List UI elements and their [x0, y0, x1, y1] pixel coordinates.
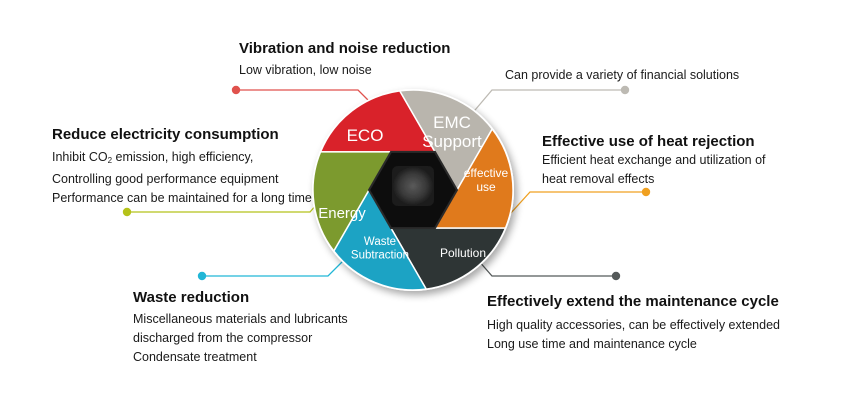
callout-line: heat removal effects: [542, 172, 655, 186]
connector-dot-heat: [641, 187, 651, 197]
wheel-label-energy: Energy: [318, 205, 366, 222]
connector-dot-maintenance: [611, 271, 621, 281]
callout-line: Controlling good performance equipment: [52, 172, 279, 186]
callout-title: Effective use of heat rejection: [542, 133, 755, 150]
callout-line: Low vibration, low noise: [239, 63, 372, 77]
callout-waste: Waste reduction Miscellaneous materials …: [133, 289, 348, 367]
callout-line: Long use time and maintenance cycle: [487, 337, 697, 351]
connector-dot-electricity: [122, 207, 132, 217]
connector-dot-waste: [197, 271, 207, 281]
connector-heat: [509, 191, 646, 215]
callout-line: Efficient heat exchange and utilization …: [542, 153, 766, 167]
connector-dot-financial: [620, 85, 630, 95]
wheel-segment-energy: [312, 151, 393, 253]
callout-heat: Effective use of heat rejection Efficien…: [542, 133, 766, 189]
callout-line: Performance can be maintained for a long…: [52, 191, 312, 205]
connector-maintenance: [477, 259, 616, 277]
callout-electricity: Reduce electricity consumption Inhibit C…: [52, 126, 312, 208]
callout-line: Condensate treatment: [133, 350, 257, 364]
connector-dot-vibration: [231, 85, 241, 95]
callout-line: discharged from the compressor: [133, 331, 313, 345]
callout-financial: Can provide a variety of financial solut…: [505, 66, 739, 85]
callout-title: Effectively extend the maintenance cycle: [487, 293, 779, 310]
callout-vibration: Vibration and noise reduction Low vibrat…: [239, 40, 450, 80]
callout-line: Inhibit CO2 emission, high efficiency,: [52, 150, 254, 165]
connector-financial: [469, 89, 625, 117]
callout-line: Miscellaneous materials and lubricants: [133, 312, 348, 326]
callout-title: Reduce electricity consumption: [52, 126, 279, 143]
callout-maintenance: Effectively extend the maintenance cycle…: [487, 293, 780, 354]
callout-line: High quality accessories, can be effecti…: [487, 318, 780, 332]
callout-line: Can provide a variety of financial solut…: [505, 68, 740, 82]
callout-title: Waste reduction: [133, 289, 250, 306]
wheel-label-pollution: Pollution: [440, 246, 486, 260]
center-square: [392, 166, 434, 206]
wheel-label-eco: ECO: [347, 126, 384, 145]
callout-title: Vibration and noise reduction: [239, 40, 451, 57]
connector-waste: [202, 259, 345, 277]
